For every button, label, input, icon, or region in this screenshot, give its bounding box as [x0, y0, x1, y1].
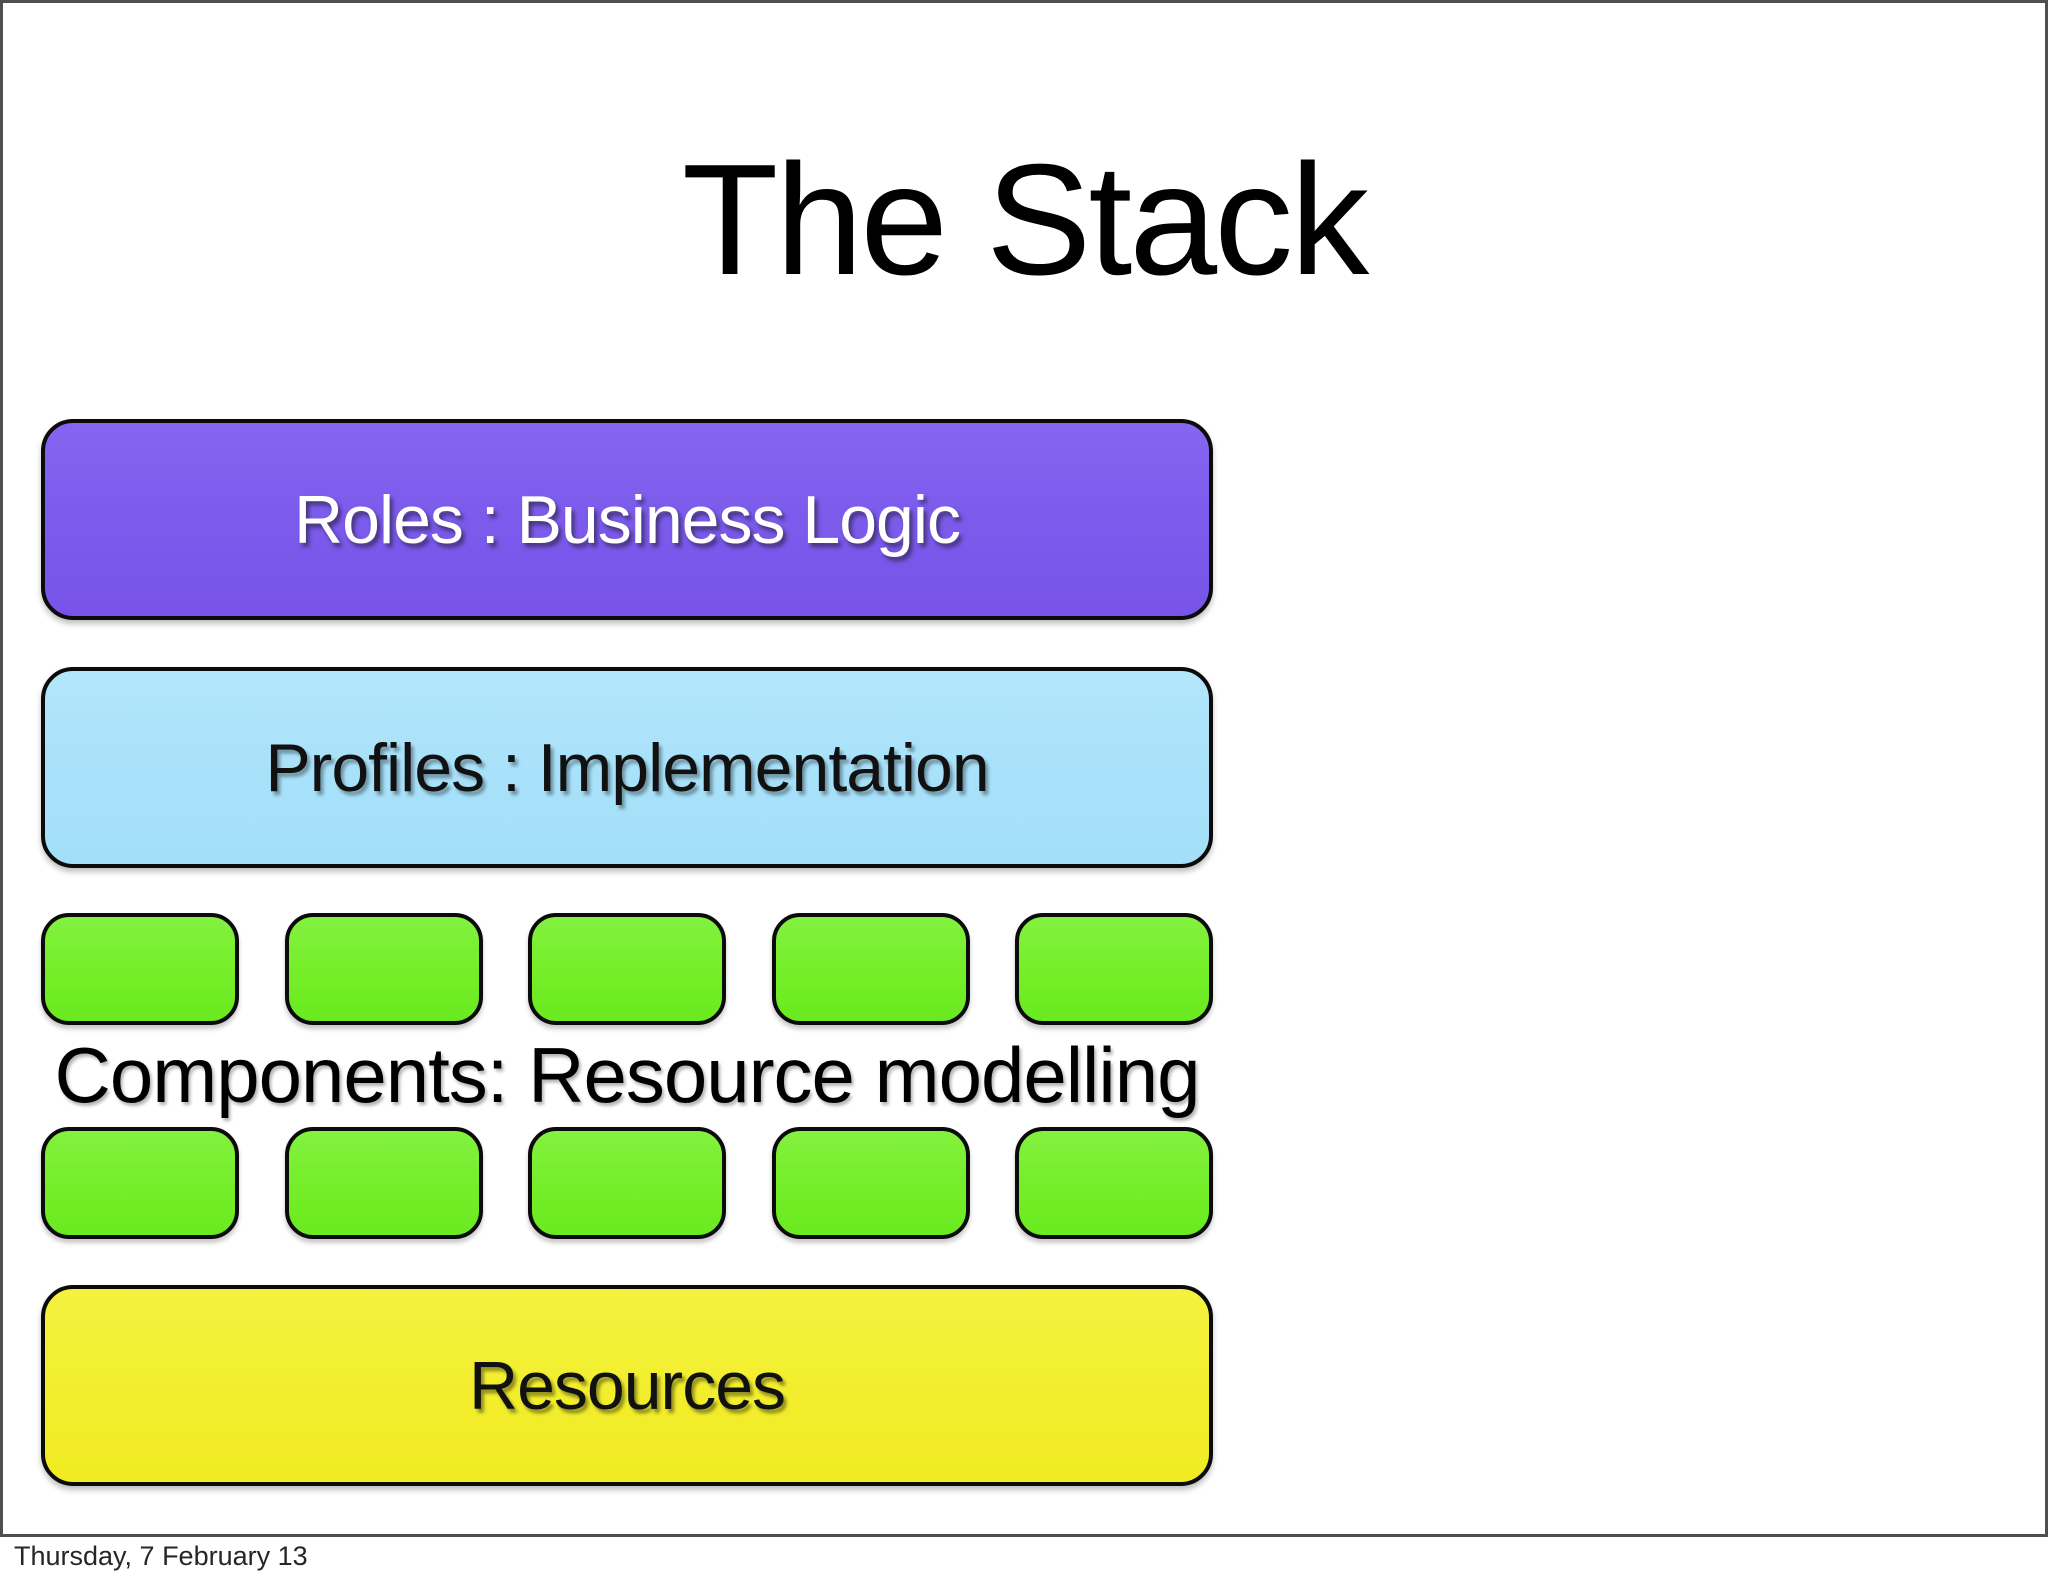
component-block	[771, 913, 970, 1025]
slide-canvas: The Stack Roles : Business Logic Profile…	[0, 0, 2048, 1537]
component-block	[528, 1127, 726, 1239]
component-block	[41, 913, 239, 1025]
roles-layer-box: Roles : Business Logic	[41, 419, 1213, 620]
component-block	[528, 913, 726, 1025]
component-block	[771, 1127, 970, 1239]
component-blocks-row-bottom	[41, 1127, 1213, 1239]
component-block	[284, 913, 483, 1025]
component-blocks-row-top	[41, 913, 1213, 1025]
roles-layer-label: Roles : Business Logic	[294, 481, 961, 558]
resources-layer-label: Resources	[468, 1347, 786, 1424]
slide-footer-date: Thursday, 7 February 13	[14, 1541, 308, 1571]
component-block	[284, 1127, 483, 1239]
profiles-layer-label: Profiles : Implementation	[265, 729, 989, 806]
component-block	[1015, 1127, 1213, 1239]
component-block	[1015, 913, 1213, 1025]
component-block	[41, 1127, 239, 1239]
slide-title: The Stack	[681, 132, 1369, 308]
profiles-layer-box: Profiles : Implementation	[41, 667, 1213, 868]
resources-layer-box: Resources	[41, 1285, 1213, 1486]
components-layer-label: Components: Resource modelling	[54, 1031, 1201, 1119]
